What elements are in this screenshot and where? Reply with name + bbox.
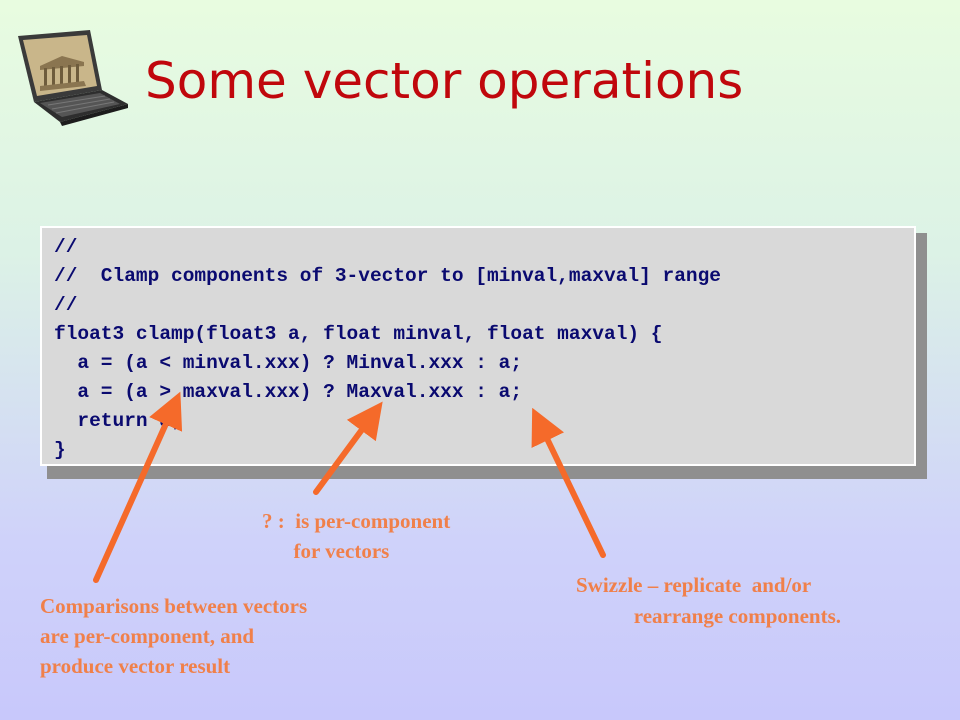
comparisons-note-line: are per-component, and [40, 624, 255, 648]
ternary-note-line: for vectors [262, 539, 390, 563]
swizzle-note-line: Swizzle – replicate and/or [576, 573, 812, 597]
code-line: a = (a < minval.xxx) ? Minval.xxx : a; [54, 352, 523, 374]
laptop-icon [18, 30, 128, 126]
code-line: a = (a > maxval.xxx) ? Maxval.xxx : a; [54, 381, 523, 403]
code-line: float3 clamp(float3 a, float minval, flo… [54, 323, 663, 345]
code-line: // [54, 236, 78, 258]
code-line: // [54, 294, 78, 316]
ternary-arrow [313, 401, 383, 495]
swizzle-arrow [531, 407, 606, 558]
code-line: } [54, 439, 66, 461]
code-line: // Clamp components of 3-vector to [minv… [54, 265, 722, 287]
comparison-arrow [93, 391, 183, 583]
swizzle-note-line: rearrange components. [576, 604, 841, 628]
comparisons-note-line: Comparisons between vectors [40, 594, 308, 618]
code-block: // // Clamp components of 3-vector to [m… [40, 226, 916, 466]
slide-title: Some vector operations [145, 52, 744, 110]
ternary-note-line: ? : is per-component [262, 509, 451, 533]
comparisons-note-line: produce vector result [40, 654, 231, 678]
